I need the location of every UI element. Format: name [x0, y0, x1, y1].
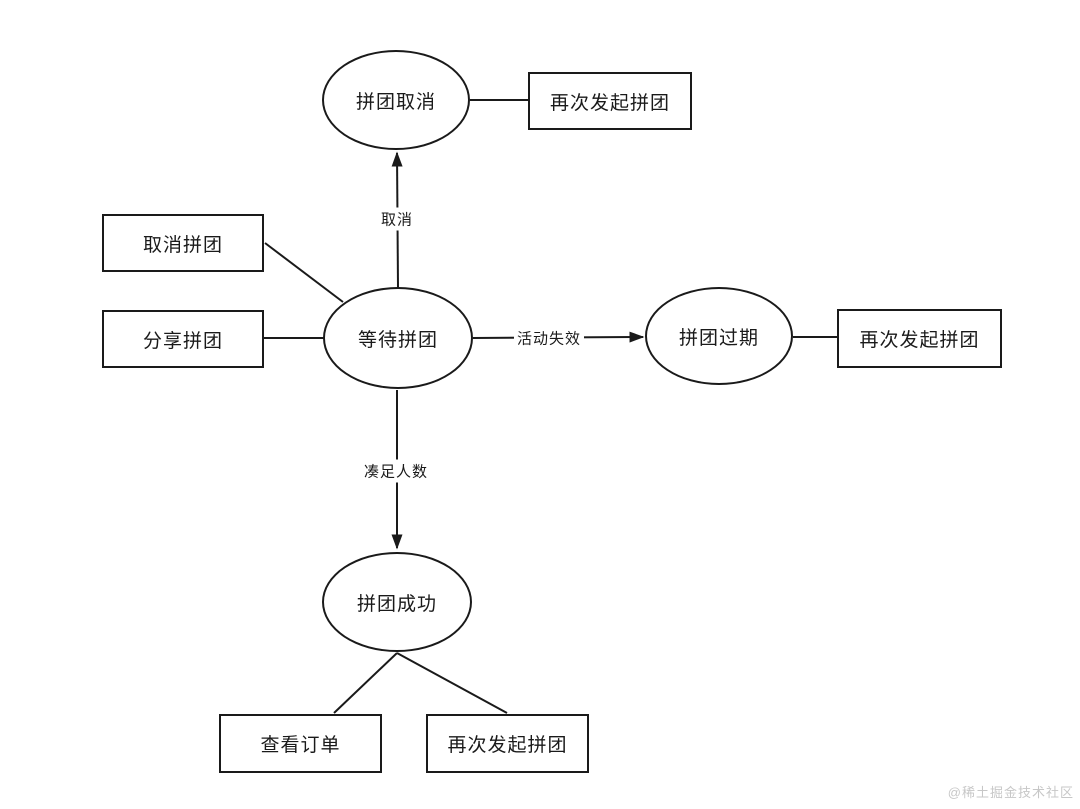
node-group-success: 拼团成功: [322, 552, 472, 652]
node-restart-top: 再次发起拼团: [528, 72, 692, 130]
edge-cancelgroup-to-waiting: [264, 242, 344, 303]
node-view-order: 查看订单: [219, 714, 382, 773]
edge-label-activity-expired: 活动失效: [513, 326, 585, 350]
node-group-cancelled: 拼团取消: [322, 50, 470, 150]
node-restart-bottom: 再次发起拼团: [426, 714, 589, 773]
watermark-text: @稀土掘金技术社区: [947, 785, 1074, 800]
node-share-group: 分享拼团: [102, 310, 264, 368]
edge-label-cancel: 取消: [377, 207, 417, 231]
edge-success-to-vieworder: [333, 652, 398, 714]
edge-success-to-restart-bottom: [396, 652, 508, 714]
node-waiting-group: 等待拼团: [323, 287, 473, 389]
edge-label-enough-people: 凑足人数: [360, 459, 432, 483]
node-cancel-group: 取消拼团: [102, 214, 264, 272]
node-group-expired: 拼团过期: [645, 287, 793, 385]
node-restart-right: 再次发起拼团: [837, 309, 1002, 368]
